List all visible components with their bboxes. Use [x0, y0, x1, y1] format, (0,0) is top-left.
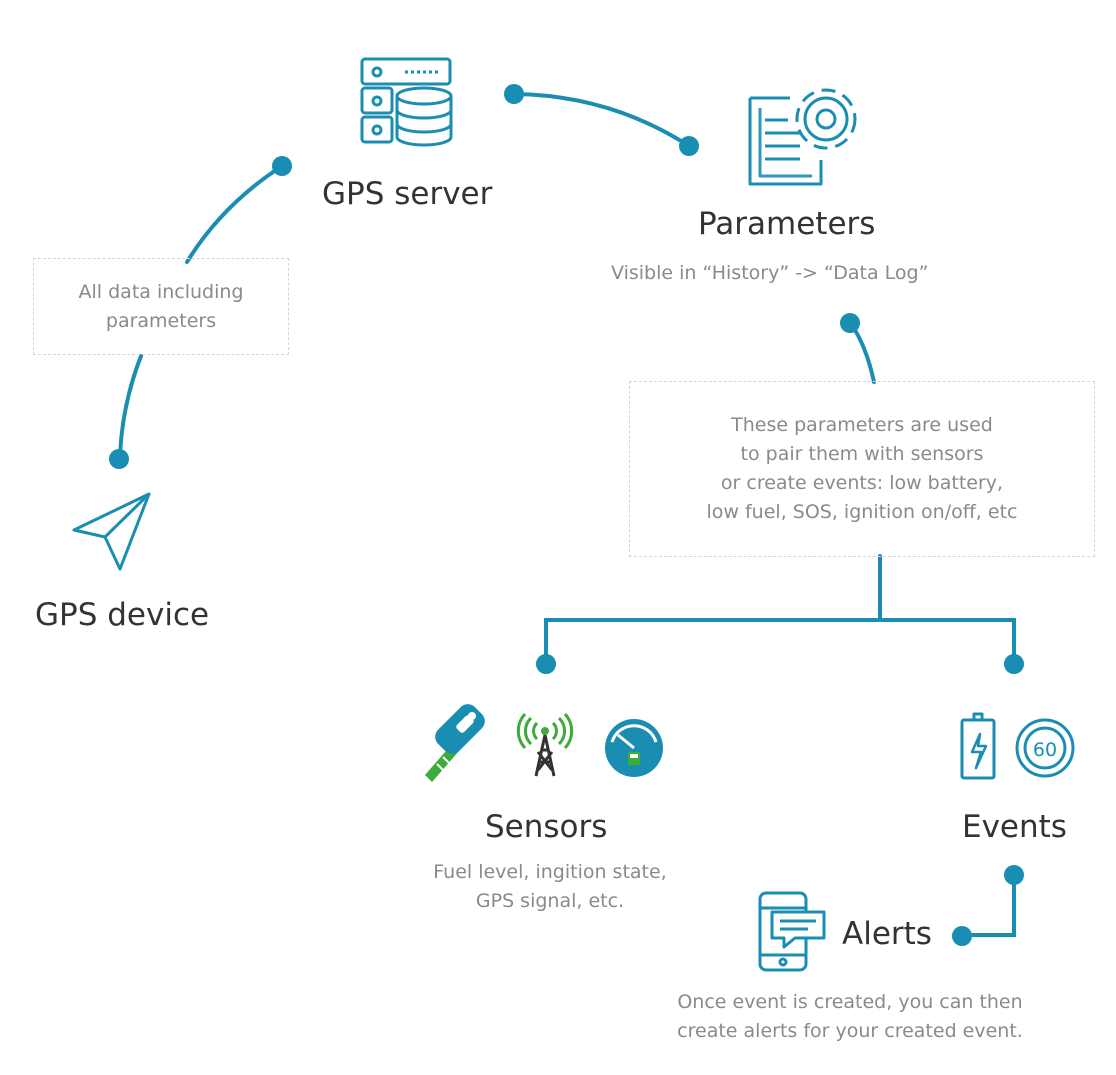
gps-server-title: GPS server [322, 176, 493, 212]
server-database-icon [360, 57, 453, 147]
desc-line: Once event is created, you can then [677, 991, 1023, 1013]
note-text: All data including parameters [79, 278, 244, 336]
connector-dot [840, 313, 860, 333]
paper-plane-icon [72, 492, 151, 571]
parameters-subtitle: Visible in “History” -> “Data Log” [611, 262, 929, 284]
desc-line: create alerts for your created event. [677, 1020, 1023, 1042]
connector-dot [1004, 654, 1024, 674]
desc-line: GPS signal, etc. [475, 890, 625, 912]
connector-dot [952, 926, 972, 946]
connector-dot [1004, 865, 1024, 885]
note-text: These parameters are used to pair them w… [707, 411, 1018, 527]
connector-dot [679, 136, 699, 156]
alerts-title: Alerts [842, 916, 932, 952]
signal-tower-icon [516, 712, 574, 777]
document-gear-icon [748, 88, 857, 186]
alerts-desc: Once event is created, you can then crea… [640, 988, 1060, 1046]
connector-dot [536, 654, 556, 674]
device-to-server-note: All data including parameters [33, 258, 289, 355]
connector-dot [109, 449, 129, 469]
fuel-gauge-icon [605, 719, 663, 777]
params-usage-note: These parameters are used to pair them w… [629, 381, 1095, 557]
connector-parameters-to-box [849, 322, 876, 384]
note-line: or create events: low battery, [720, 472, 1004, 494]
note-line: All data including [78, 280, 244, 303]
svg-text:60: 60 [1033, 739, 1057, 761]
connector-dot [504, 84, 524, 104]
parameters-title: Parameters [698, 206, 876, 242]
connector-events-to-alerts [960, 875, 1016, 937]
battery-icon [960, 712, 996, 780]
speed-limit-icon: 60 [1015, 718, 1075, 778]
connector-server-to-parameters [512, 92, 691, 148]
note-line: low fuel, SOS, ignition on/off, etc [706, 501, 1018, 523]
connector-branch [544, 618, 1016, 664]
sensors-title: Sensors [485, 809, 608, 845]
connector-server-to-box [185, 164, 284, 264]
desc-line: Fuel level, ingition state, [433, 861, 667, 883]
note-line: to pair them with sensors [740, 443, 984, 465]
gps-device-title: GPS device [35, 597, 210, 633]
connector-box-to-device [118, 354, 143, 458]
events-title: Events [962, 809, 1067, 845]
connector-dot [272, 156, 292, 176]
sensors-desc: Fuel level, ingition state, GPS signal, … [412, 858, 688, 916]
note-line: parameters [105, 309, 217, 332]
ignition-key-icon [425, 704, 485, 782]
smartphone-message-icon [758, 891, 826, 972]
note-line: These parameters are used [731, 414, 993, 436]
